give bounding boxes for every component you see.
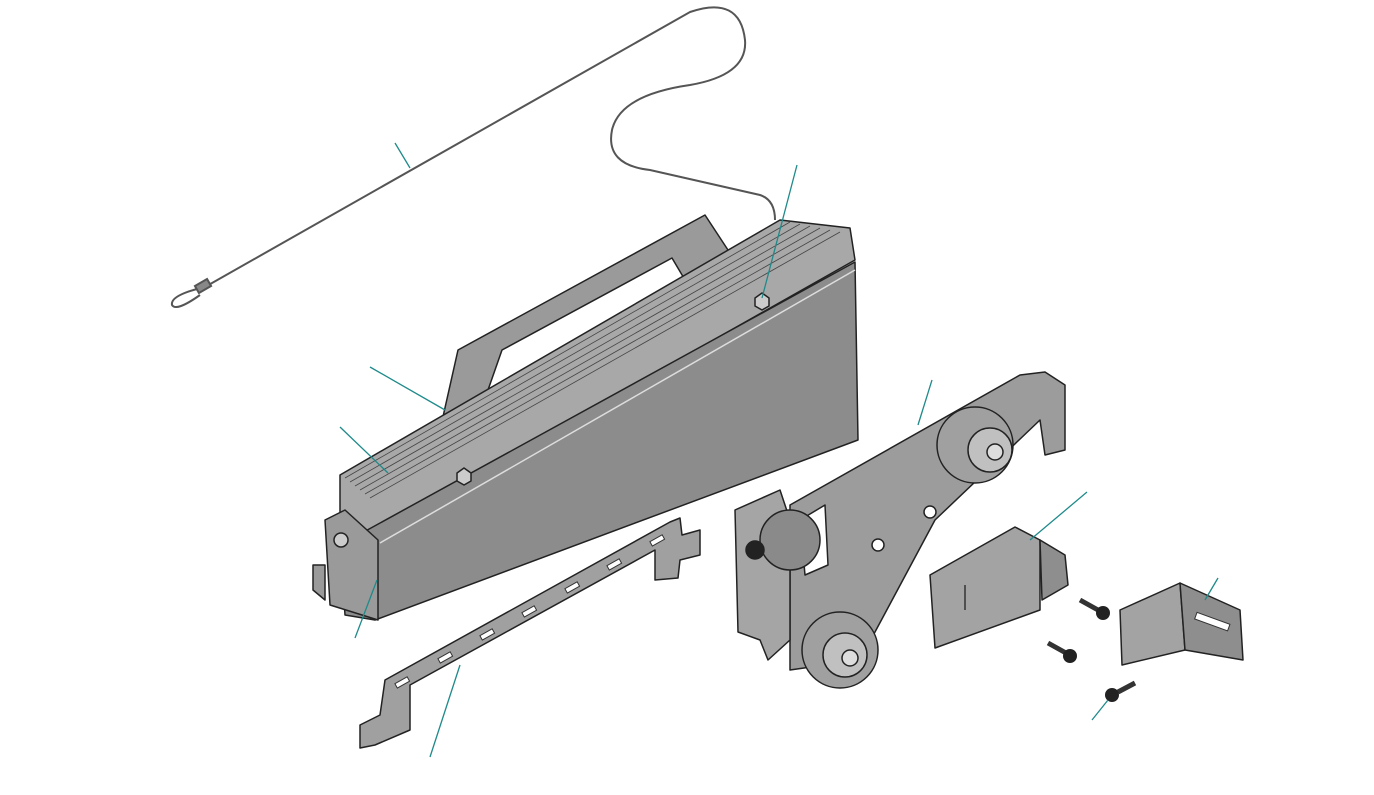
leader-line <box>1091 699 1109 721</box>
leader-line <box>394 142 411 169</box>
l-bracket <box>1119 582 1244 666</box>
leader-line <box>1204 577 1219 601</box>
screws <box>1046 597 1137 702</box>
screw <box>1046 640 1077 663</box>
housing <box>312 261 859 621</box>
slotted-bar <box>359 517 701 749</box>
screw <box>1105 680 1137 702</box>
leader-line <box>1029 491 1088 541</box>
nut <box>754 292 770 311</box>
leader-line <box>917 379 933 426</box>
nut <box>456 467 472 486</box>
leader-line <box>429 664 461 758</box>
mounting-bracket <box>929 526 1069 649</box>
cable <box>170 6 776 308</box>
leader-line <box>761 164 798 299</box>
leader-lines <box>339 142 1219 758</box>
bolt <box>745 540 765 560</box>
screw <box>1078 597 1110 620</box>
pivot-bolt <box>333 532 349 548</box>
leader-line <box>369 366 446 411</box>
pulley-nut <box>841 649 859 667</box>
leader-line <box>354 579 378 639</box>
pulley-nut <box>986 443 1004 461</box>
pulley-bracket <box>734 371 1066 689</box>
leader-line <box>339 426 389 474</box>
